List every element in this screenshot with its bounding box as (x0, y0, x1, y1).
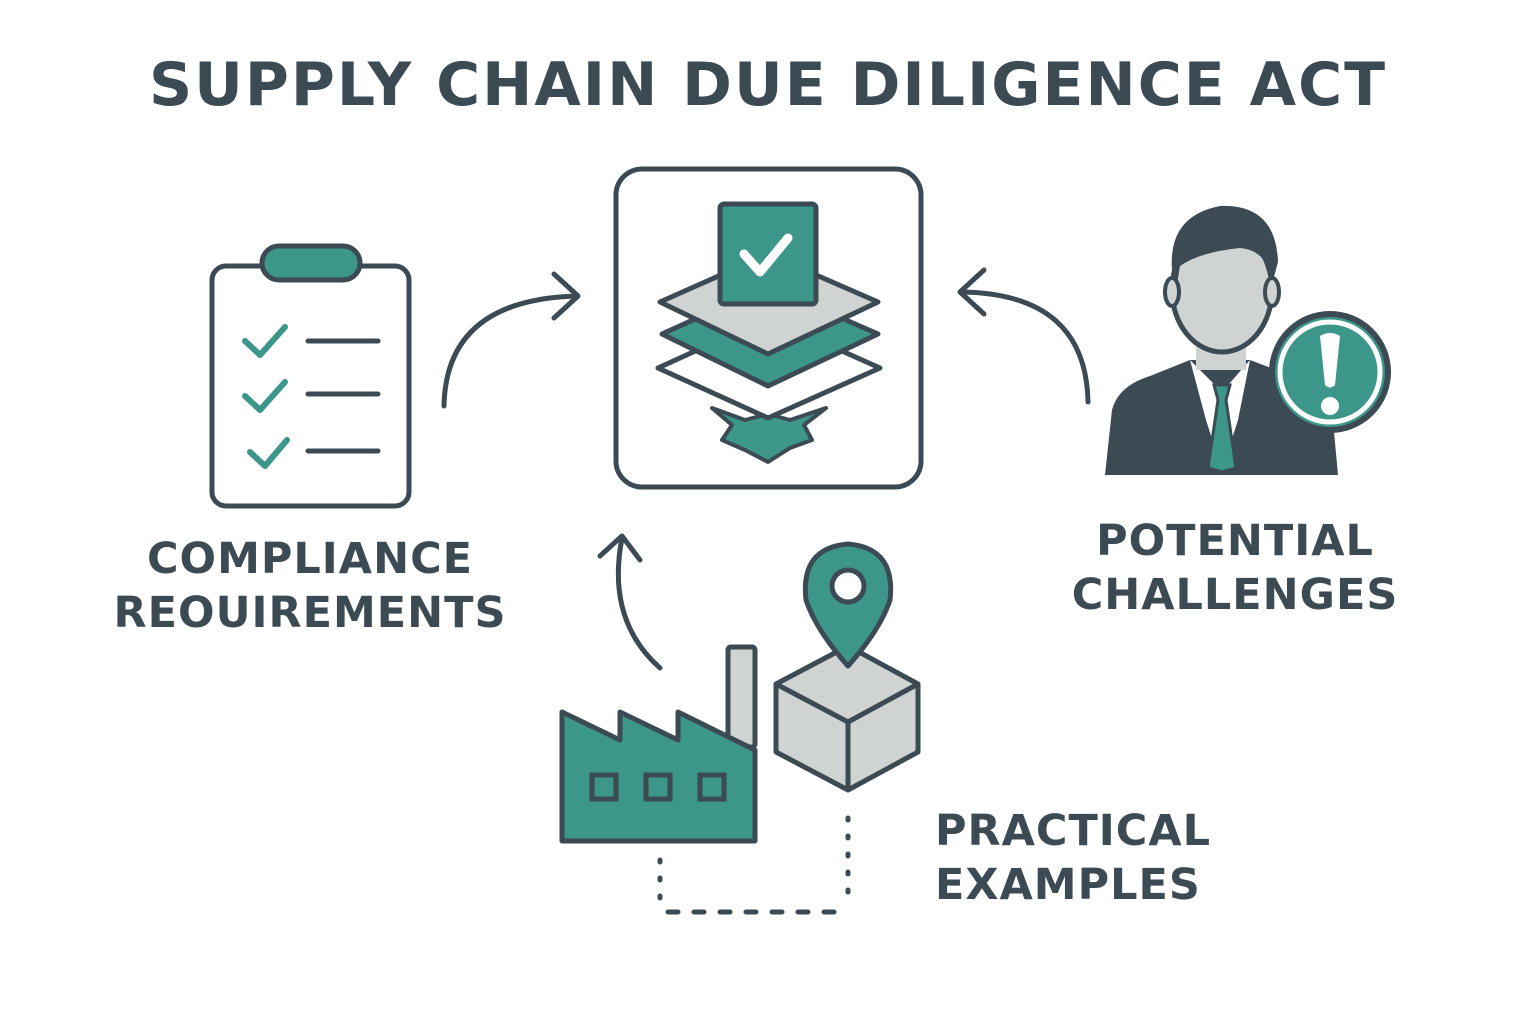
challenges-label-line2: CHALLENGES (1071, 570, 1399, 620)
location-pin-icon (802, 541, 894, 669)
compliance-label-line1: COMPLIANCE (146, 534, 473, 584)
center-document-icon (613, 166, 924, 490)
compliance-requirements-label: COMPLIANCE REOUIREMENTS (90, 532, 530, 640)
arrow-compliance-to-center (441, 271, 581, 409)
arrow-examples-to-center (597, 533, 663, 671)
challenges-label-line1: POTENTIAL (1096, 516, 1374, 566)
compliance-label-line2: REOUIREMENTS (113, 588, 507, 638)
examples-label-line2: EXAMPLES (935, 860, 1201, 910)
practical-examples-label: PRACTICAL EXAMPLES (935, 804, 1265, 912)
businessman-alert-icon (1105, 205, 1391, 475)
potential-challenges-label: POTENTIAL CHALLENGES (1040, 514, 1430, 622)
arrow-challenges-to-center (957, 267, 1091, 405)
examples-label-line1: PRACTICAL (935, 806, 1212, 856)
exclamation-alert-icon (1269, 311, 1391, 433)
page-title: SUPPLY CHAIN DUE DILIGENCE ACT (148, 50, 1388, 120)
clipboard-checklist-icon (209, 243, 412, 509)
factory-package-icon (559, 541, 921, 915)
